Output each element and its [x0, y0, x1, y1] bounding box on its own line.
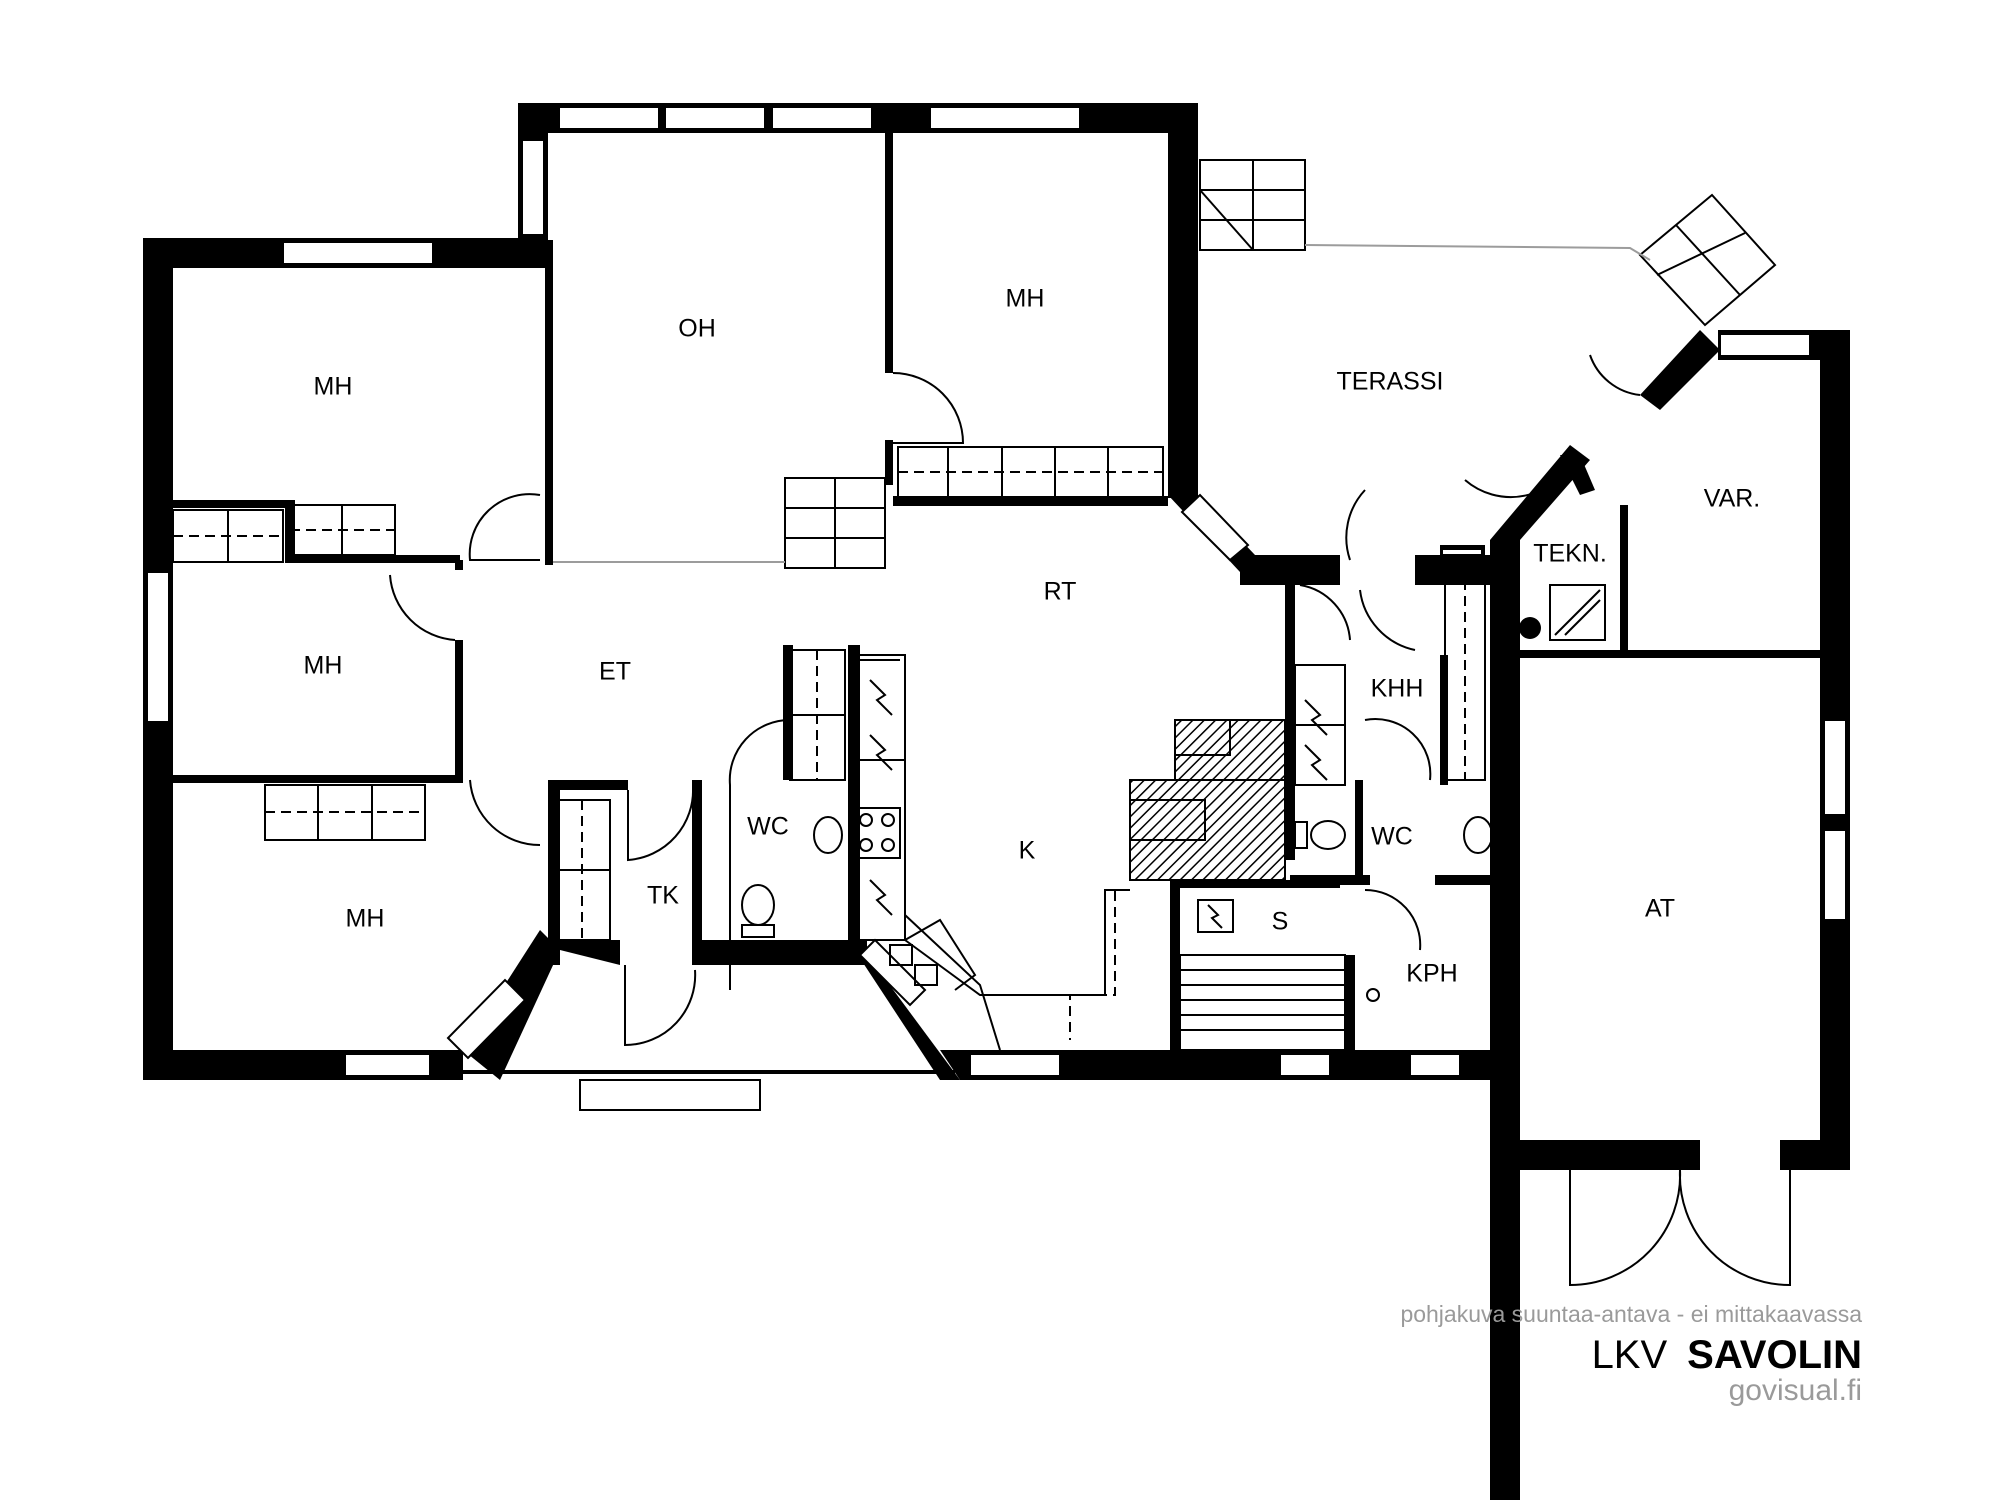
room-label-at: AT	[1645, 895, 1675, 923]
room-label-oh: OH	[678, 315, 716, 343]
room-label-s: S	[1272, 908, 1289, 936]
disclaimer-text: pohjakuva suuntaa-antava - ei mittakaava…	[1400, 1301, 1862, 1327]
room-label-kph: KPH	[1406, 960, 1457, 988]
brand-bold: SAVOLIN	[1687, 1333, 1862, 1377]
room-label-et: ET	[599, 658, 631, 686]
walls	[143, 103, 1850, 1500]
room-label-wc-1: WC	[747, 813, 789, 841]
room-label-mh-nw: MH	[314, 373, 353, 401]
room-label-wc-2: WC	[1371, 823, 1413, 851]
room-label-k: K	[1019, 837, 1036, 865]
room-label-tk: TK	[647, 882, 679, 910]
windows	[146, 106, 1847, 1077]
footer: pohjakuva suuntaa-antava - ei mittakaava…	[1400, 1301, 1862, 1407]
room-label-terassi: TERASSI	[1337, 368, 1444, 396]
brand-logo: LKV SAVOLIN	[1592, 1332, 1862, 1377]
room-label-mh-top: MH	[1006, 285, 1045, 313]
room-label-tekn: TEKN.	[1533, 540, 1607, 568]
fixtures	[172, 159, 1791, 1287]
brand-light: LKV	[1592, 1333, 1668, 1377]
room-label-mh-sw: MH	[346, 905, 385, 933]
room-label-rt: RT	[1044, 578, 1077, 606]
room-label-var: VAR.	[1704, 485, 1761, 513]
room-label-khh: KHH	[1371, 675, 1424, 703]
room-labels: OH MH MH MH MH TERASSI RT ET K WC TK KHH…	[304, 285, 1761, 988]
website-text: govisual.fi	[1729, 1374, 1862, 1407]
room-label-mh-w: MH	[304, 652, 343, 680]
